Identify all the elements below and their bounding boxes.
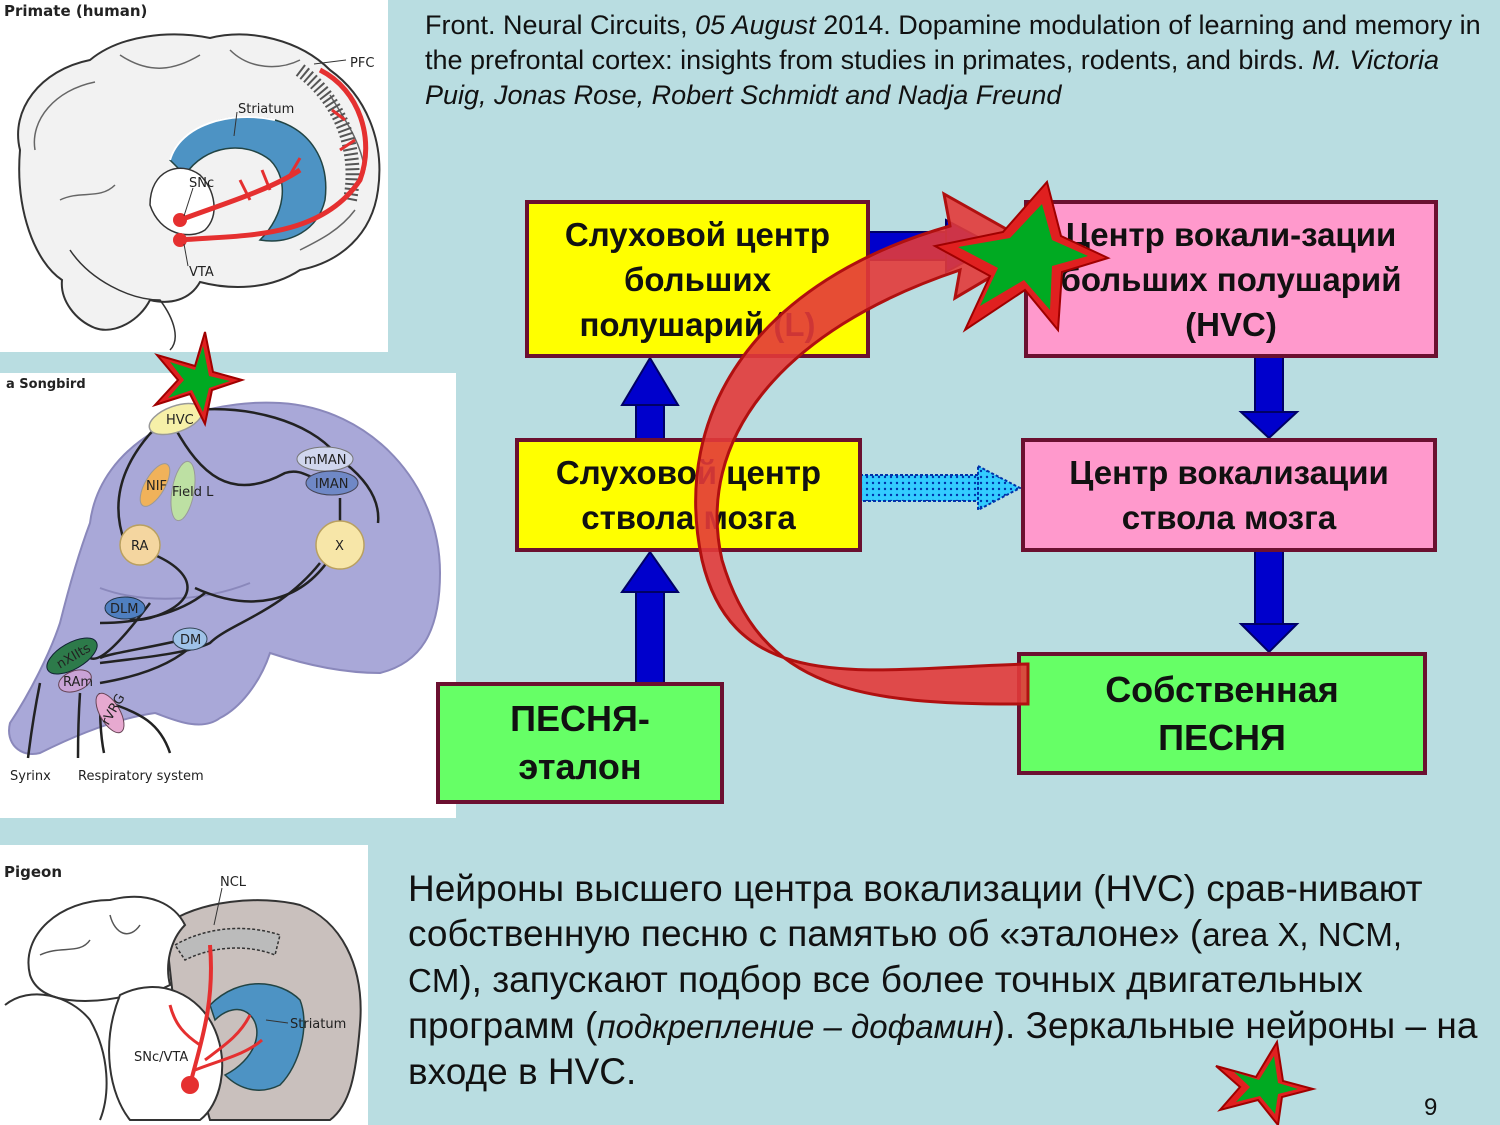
nucleus-ram: RAm xyxy=(63,675,93,690)
label-striatum-primate: Striatum xyxy=(238,102,294,117)
summary-areas: area X, NCM, CM xyxy=(408,916,1403,999)
summary-reinforcement: подкрепление – дофамин xyxy=(597,1008,993,1045)
primate-title: Primate (human) xyxy=(4,2,148,20)
label-snc-vta: SNc/VTA xyxy=(134,1050,188,1065)
nucleus-ra: RA xyxy=(131,539,149,554)
nucleus-mman: mMAN xyxy=(304,453,347,468)
songbird-brain-panel: a Songbird HVC NIF Field L xyxy=(0,373,456,818)
nucleus-x: X xyxy=(335,539,344,554)
label-vta: VTA xyxy=(189,265,214,280)
nucleus-dm: DM xyxy=(180,633,201,648)
songbird-brain-illustration: HVC NIF Field L mMAN lMAN X RA DLM DM nX… xyxy=(8,401,442,784)
pigeon-title: Pigeon xyxy=(4,863,63,881)
box-template-song: ПЕСНЯ-эталон xyxy=(436,682,724,804)
page-number: 9 xyxy=(1424,1094,1438,1121)
box-own-song-label: Собственная ПЕСНЯ xyxy=(1105,668,1339,758)
arrow-brainstem-to-cortex xyxy=(620,356,680,441)
box-vocal-cortex-label: Центр вокали-зации больших полушарий (HV… xyxy=(1060,215,1402,343)
box-auditory-brainstem: Слуховой центр ствола мозга xyxy=(515,438,862,552)
citation-title: 2014. Dopamine modulation of learning an… xyxy=(425,10,1481,75)
nucleus-dlm: DLM xyxy=(110,602,138,617)
primate-brain-panel: Primate (human) PFC Striatum SNc VTA xyxy=(0,0,388,352)
arrow-hvc-to-vocal-brainstem xyxy=(1238,355,1300,440)
label-pfc: PFC xyxy=(350,56,374,71)
nucleus-nif: NIF xyxy=(146,479,167,494)
arrow-dotted-auditory-to-vocal xyxy=(859,464,1023,512)
citation: Front. Neural Circuits, 05 August 2014. … xyxy=(425,8,1485,113)
arrow-vocal-brainstem-to-song xyxy=(1238,549,1300,654)
citation-date: 05 August xyxy=(695,10,816,40)
box-vocal-brainstem: Центр вокализации ствола мозга xyxy=(1021,438,1437,552)
songbird-title: a Songbird xyxy=(6,377,86,392)
nucleus-field-l: Field L xyxy=(172,485,214,500)
label-ncl: NCL xyxy=(220,875,247,890)
label-syrinx: Syrinx xyxy=(10,769,51,784)
box-auditory-cortex-label: Слуховой центр больших полушарий (L) xyxy=(564,215,831,343)
summary-part1: Нейроны высшего центра вокализации (HVC)… xyxy=(408,868,1423,954)
citation-authors: M. Victoria Puig, Jonas Rose, Robert Sch… xyxy=(425,45,1439,110)
summary-paragraph: Нейроны высшего центра вокализации (HVC)… xyxy=(408,866,1478,1094)
arrow-template-to-brainstem xyxy=(620,550,680,685)
label-striatum-pigeon: Striatum xyxy=(290,1017,346,1032)
primate-brain-illustration: PFC Striatum SNc VTA xyxy=(17,33,381,351)
box-template-song-label: ПЕСНЯ-эталон xyxy=(510,698,650,787)
arrow-l-to-hvc xyxy=(867,218,998,274)
summary-part3: ), запускают подбор все более точных дви… xyxy=(408,959,1363,1046)
nucleus-hvc: HVC xyxy=(166,413,194,428)
nucleus-lman: lMAN xyxy=(315,477,348,492)
label-respiratory-system: Respiratory system xyxy=(78,769,204,784)
box-own-song: Собственная ПЕСНЯ xyxy=(1017,652,1427,775)
box-auditory-brainstem-label: Слуховой центр ствола мозга xyxy=(555,454,822,536)
pigeon-brain-panel: Pigeon NCL Striatum SNc/VTA xyxy=(0,845,368,1125)
label-snc: SNc xyxy=(189,176,214,191)
pigeon-brain-illustration: NCL Striatum SNc/VTA xyxy=(4,875,362,1121)
box-vocal-brainstem-label: Центр вокализации ствола мозга xyxy=(1069,454,1389,536)
box-auditory-cortex: Слуховой центр больших полушарий (L) xyxy=(525,200,870,358)
summary-part5: ). Зеркальные нейроны – на входе в HVC. xyxy=(408,1005,1478,1092)
box-vocal-cortex: Центр вокали-зации больших полушарий (HV… xyxy=(1024,200,1438,358)
citation-journal: Front. Neural Circuits, xyxy=(425,10,688,40)
